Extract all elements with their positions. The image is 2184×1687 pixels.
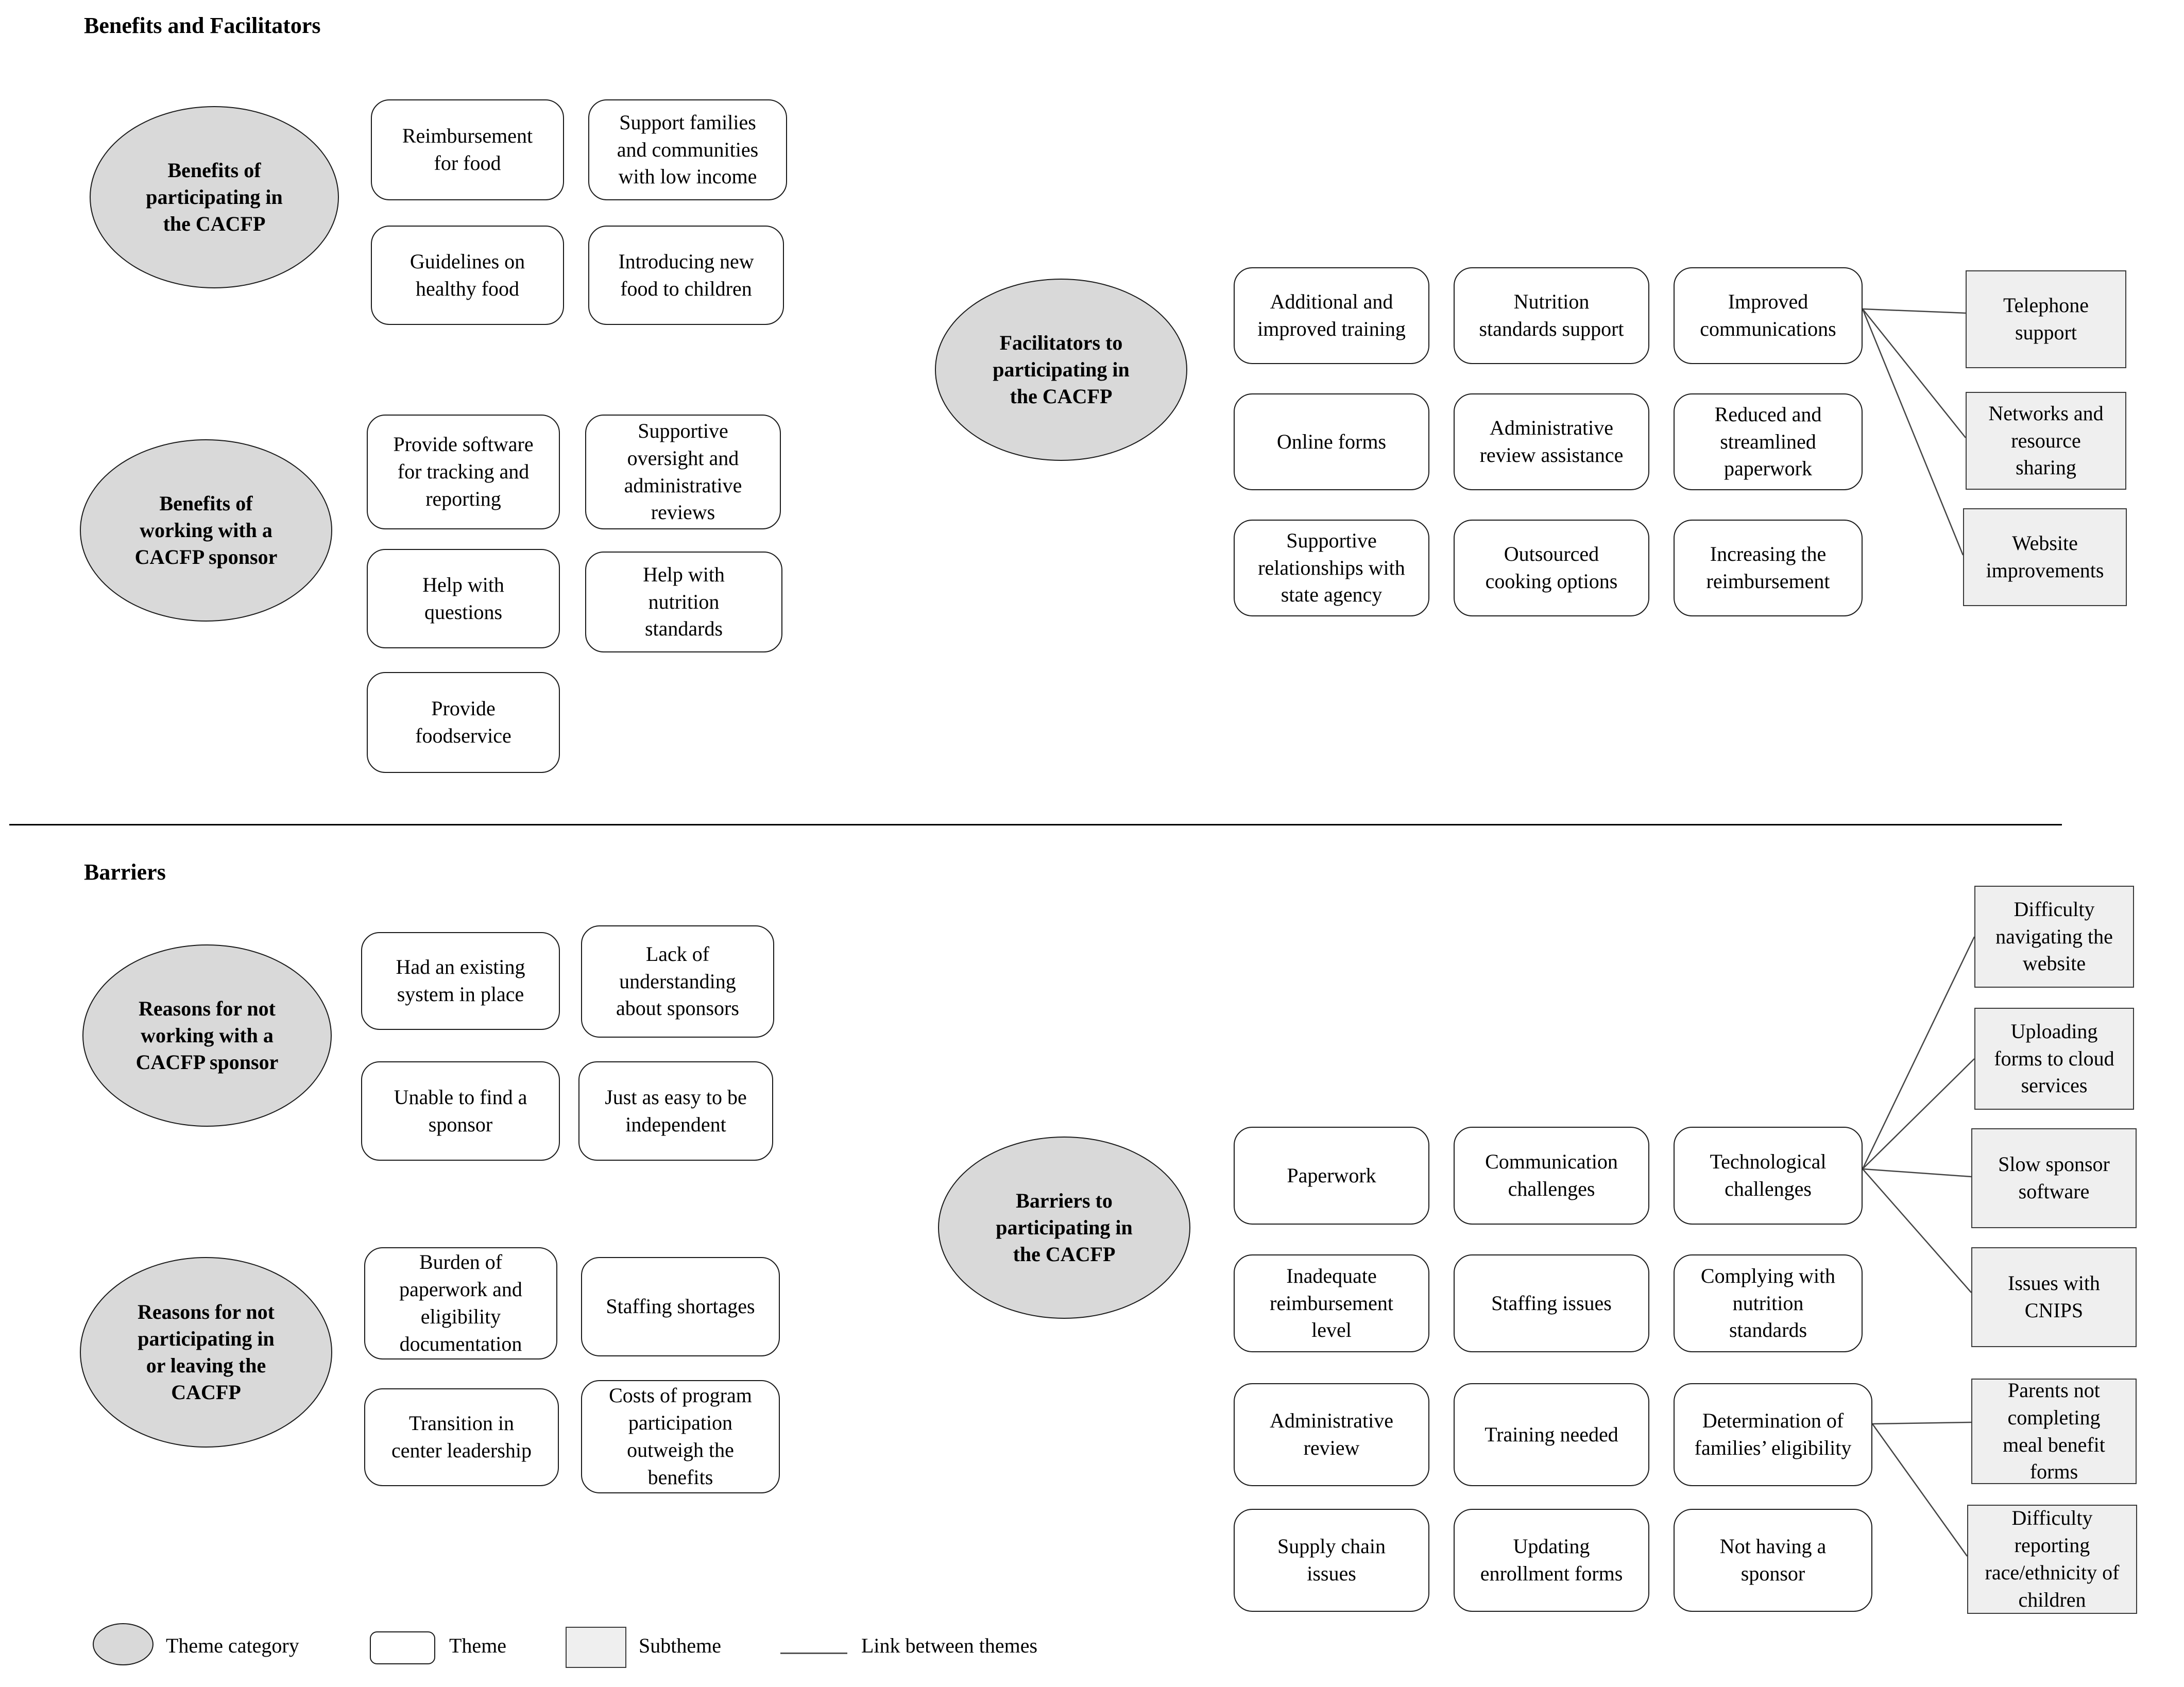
theme-complying-nutrition-standards: Complying with nutrition standards bbox=[1674, 1254, 1863, 1352]
theme-increasing-the-reimbursement: Increasing the reimbursement bbox=[1674, 520, 1863, 616]
subtheme-uploading-forms-cloud: Uploading forms to cloud services bbox=[1974, 1008, 2134, 1110]
legend-theme-label: Theme bbox=[449, 1633, 507, 1657]
theme-help-with-questions: Help with questions bbox=[367, 549, 560, 648]
theme-inadequate-reimbursement-level: Inadequate reimbursement level bbox=[1234, 1254, 1429, 1352]
legend-theme-swatch bbox=[370, 1631, 435, 1664]
category-benefits-of-participating: Benefits of participating in the CACFP bbox=[90, 106, 339, 288]
subtheme-telephone-support: Telephone support bbox=[1966, 270, 2126, 368]
theme-training-needed: Training needed bbox=[1454, 1383, 1649, 1486]
category-reasons-not-participating: Reasons for not participating in or leav… bbox=[80, 1257, 332, 1448]
theme-supportive-oversight: Supportive oversight and administrative … bbox=[585, 415, 781, 529]
legend-link-line-sample bbox=[780, 1652, 847, 1654]
theme-help-with-nutrition-standards: Help with nutrition standards bbox=[585, 552, 782, 652]
theme-nutrition-standards-support: Nutrition standards support bbox=[1454, 267, 1649, 364]
theme-additional-improved-training: Additional and improved training bbox=[1234, 267, 1429, 364]
section-divider bbox=[9, 824, 2062, 825]
legend-link-label: Link between themes bbox=[861, 1633, 1038, 1657]
legend-theme-category-swatch bbox=[93, 1623, 153, 1665]
section-title-benefits-facilitators: Benefits and Facilitators bbox=[84, 13, 321, 38]
subtheme-difficulty-navigating-website: Difficulty navigating the website bbox=[1974, 886, 2134, 988]
category-benefits-of-working-with-sponsor: Benefits of working with a CACFP sponsor bbox=[80, 439, 332, 622]
theme-unable-to-find-sponsor: Unable to find a sponsor bbox=[361, 1061, 560, 1161]
theme-updating-enrollment-forms: Updating enrollment forms bbox=[1454, 1509, 1649, 1612]
theme-staffing-issues: Staffing issues bbox=[1454, 1254, 1649, 1352]
category-facilitators: Facilitators to participating in the CAC… bbox=[935, 279, 1187, 461]
theme-determination-families-eligibility: Determination of families’ eligibility bbox=[1674, 1383, 1872, 1486]
theme-outsourced-cooking-options: Outsourced cooking options bbox=[1454, 520, 1649, 616]
theme-reduced-streamlined-paperwork: Reduced and streamlined paperwork bbox=[1674, 393, 1863, 490]
theme-improved-communications: Improved communications bbox=[1674, 267, 1863, 364]
subtheme-issues-with-cnips: Issues with CNIPS bbox=[1971, 1247, 2137, 1347]
legend-subtheme-swatch bbox=[566, 1627, 626, 1668]
legend-subtheme-label: Subtheme bbox=[639, 1633, 721, 1657]
theme-communication-challenges: Communication challenges bbox=[1454, 1127, 1649, 1225]
subtheme-parents-not-completing-forms: Parents not completing meal benefit form… bbox=[1971, 1379, 2137, 1484]
theme-staffing-shortages: Staffing shortages bbox=[581, 1257, 780, 1356]
theme-supportive-relationships-state-agency: Supportive relationships with state agen… bbox=[1234, 520, 1429, 616]
theme-supply-chain-issues: Supply chain issues bbox=[1234, 1509, 1429, 1612]
theme-burden-of-paperwork: Burden of paperwork and eligibility docu… bbox=[364, 1247, 557, 1359]
theme-had-existing-system: Had an existing system in place bbox=[361, 932, 560, 1030]
legend-theme-category-label: Theme category bbox=[166, 1633, 299, 1657]
theme-provide-software: Provide software for tracking and report… bbox=[367, 415, 560, 529]
theme-just-as-easy-independent: Just as easy to be independent bbox=[578, 1061, 773, 1161]
category-barriers: Barriers to participating in the CACFP bbox=[938, 1137, 1190, 1319]
theme-paperwork: Paperwork bbox=[1234, 1127, 1429, 1225]
category-reasons-not-working-with-sponsor: Reasons for not working with a CACFP spo… bbox=[82, 944, 332, 1127]
theme-introducing-new-food: Introducing new food to children bbox=[588, 226, 784, 325]
theme-costs-outweigh-benefits: Costs of program participation outweigh … bbox=[581, 1380, 780, 1493]
theme-administrative-review-assistance: Administrative review assistance bbox=[1454, 393, 1649, 490]
theme-online-forms: Online forms bbox=[1234, 393, 1429, 490]
theme-technological-challenges: Technological challenges bbox=[1674, 1127, 1863, 1225]
theme-not-having-a-sponsor: Not having a sponsor bbox=[1674, 1509, 1872, 1612]
section-title-barriers: Barriers bbox=[84, 859, 166, 885]
subtheme-networks-resource-sharing: Networks and resource sharing bbox=[1966, 392, 2126, 490]
theme-lack-of-understanding-sponsors: Lack of understanding about sponsors bbox=[581, 925, 774, 1038]
subtheme-difficulty-reporting-race-ethnicity: Difficulty reporting race/ethnicity of c… bbox=[1967, 1505, 2137, 1614]
theme-support-families: Support families and communities with lo… bbox=[588, 99, 787, 200]
theme-reimbursement-for-food: Reimbursement for food bbox=[371, 99, 564, 200]
theme-transition-center-leadership: Transition in center leadership bbox=[364, 1388, 559, 1486]
theme-guidelines-healthy-food: Guidelines on healthy food bbox=[371, 226, 564, 325]
theme-provide-foodservice: Provide foodservice bbox=[367, 672, 560, 773]
subtheme-website-improvements: Website improvements bbox=[1963, 508, 2127, 606]
subtheme-slow-sponsor-software: Slow sponsor software bbox=[1971, 1128, 2137, 1228]
theme-administrative-review: Administrative review bbox=[1234, 1383, 1429, 1486]
